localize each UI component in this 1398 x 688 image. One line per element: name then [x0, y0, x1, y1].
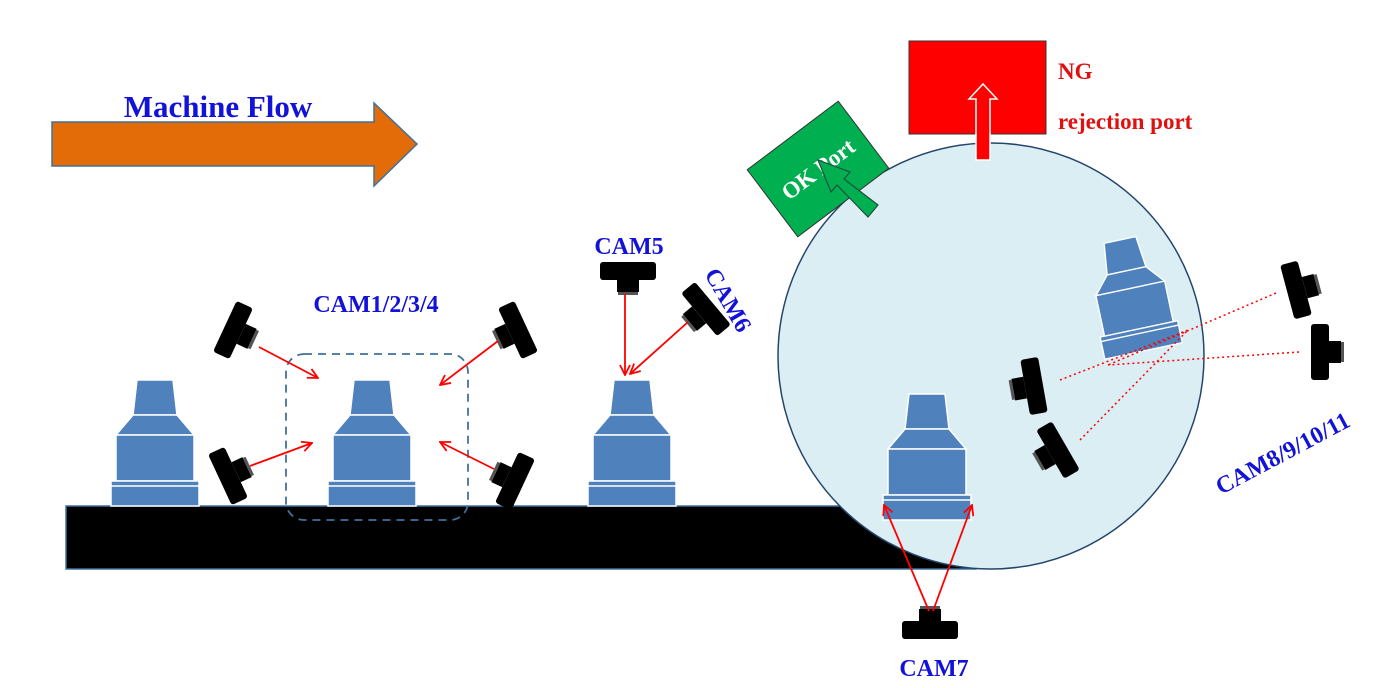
- cam5-camera-icon: [600, 262, 656, 295]
- ok-port-arrow: [816, 158, 879, 218]
- bottle: [587, 379, 677, 507]
- ok-port: OK Port: [746, 100, 890, 238]
- ng-rejection-arrow: [967, 82, 999, 161]
- cam2-camera-icon: [208, 440, 262, 506]
- machine-flow-arrow: [51, 101, 419, 188]
- camera-dotted-rays: [1059, 292, 1300, 441]
- ng-rejection-port-label: rejection port: [1058, 109, 1193, 134]
- bottle: [110, 379, 200, 507]
- cam1-4-inspection-zone: [285, 353, 469, 521]
- cam7-camera-icon: [902, 606, 958, 639]
- cam4-camera-icon: [481, 445, 535, 511]
- cam3-camera-icon: [484, 300, 538, 366]
- cam8-11-label: CAM8/9/10/11: [1212, 408, 1355, 500]
- bottle: [327, 379, 417, 507]
- cam9-camera-icon: [1311, 324, 1344, 380]
- inspection-disc: [777, 142, 1205, 570]
- conveyor-belt: [65, 505, 977, 570]
- cam1-4-label: CAM1/2/3/4: [313, 292, 438, 318]
- ng-label: NG: [1058, 59, 1093, 84]
- cam5-label: CAM5: [594, 234, 663, 260]
- cam1-camera-icon: [213, 300, 267, 366]
- cam8-camera-icon: [1280, 256, 1327, 320]
- camera-rays: [249, 294, 972, 612]
- machine-flow-label: Machine Flow: [124, 89, 313, 124]
- cam7-label: CAM7: [899, 656, 968, 682]
